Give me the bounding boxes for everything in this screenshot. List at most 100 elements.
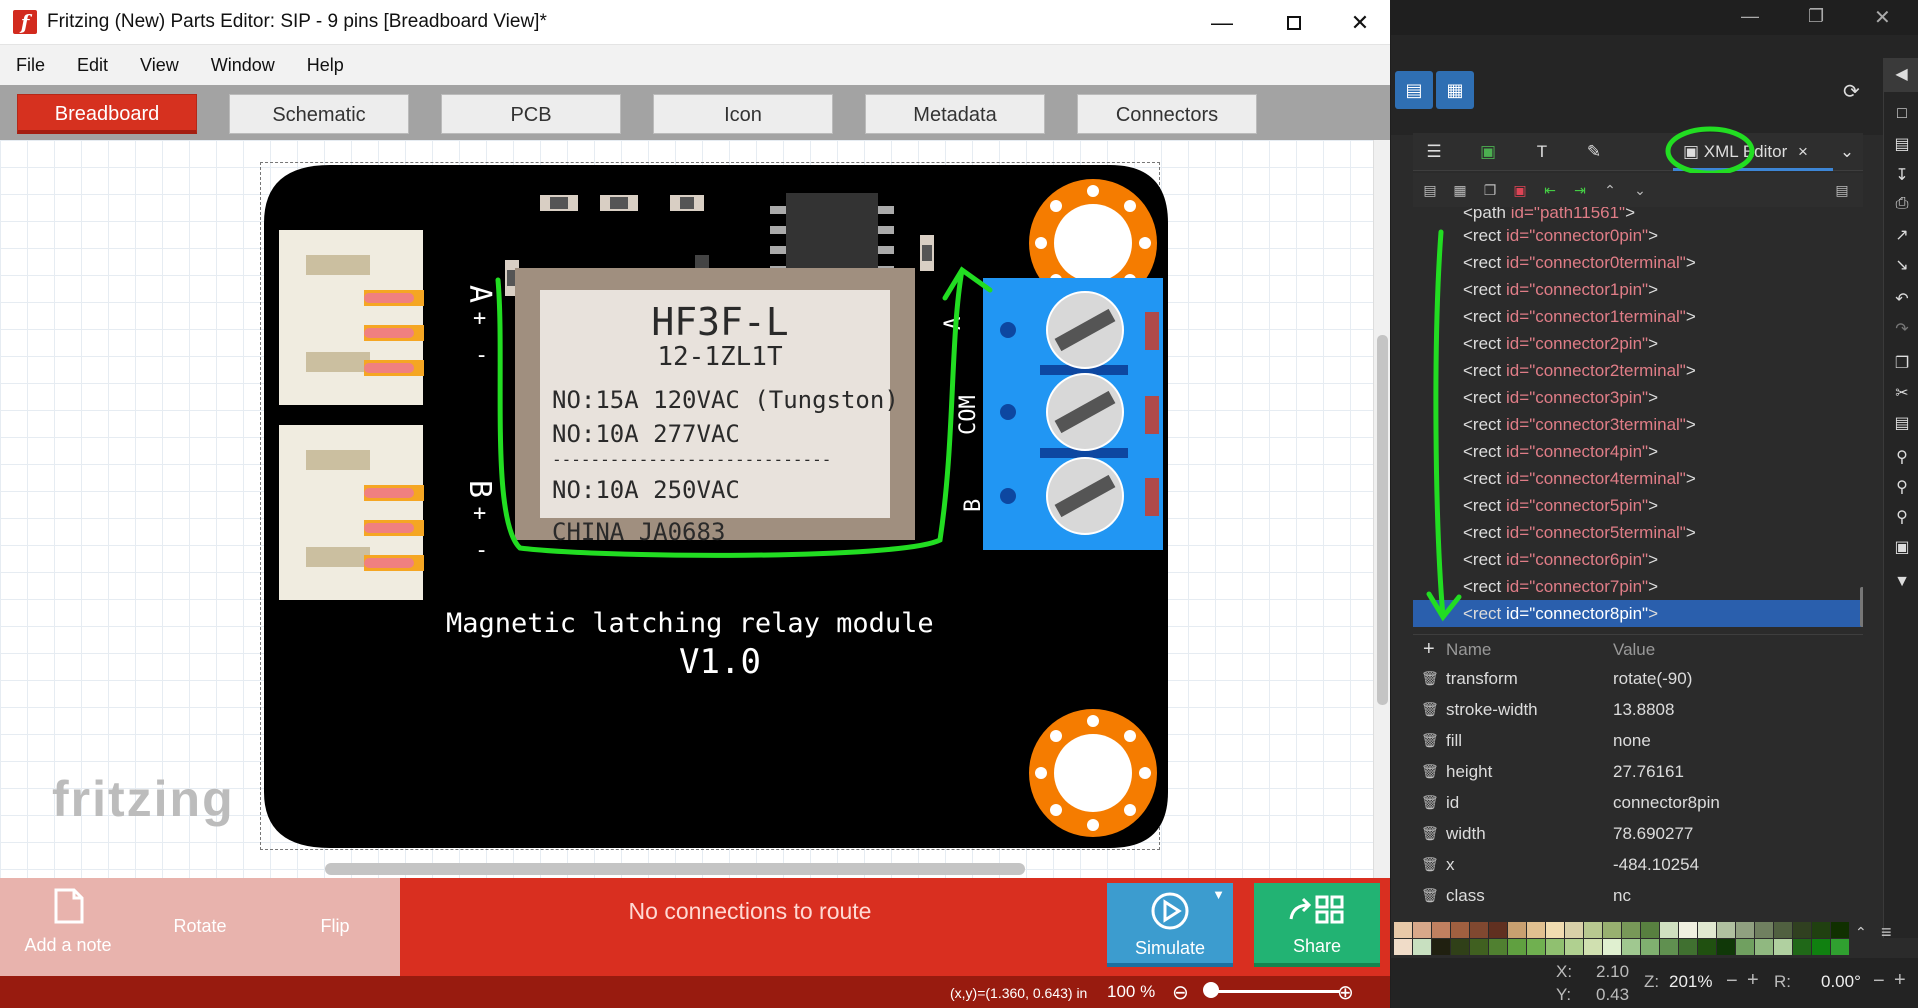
menu-view[interactable]: View: [140, 54, 179, 75]
rotation-minus-icon[interactable]: −: [1873, 970, 1885, 992]
chevron-down-icon[interactable]: ▼: [1212, 887, 1225, 902]
menu-window[interactable]: Window: [210, 54, 275, 75]
menu-edit[interactable]: Edit: [77, 54, 109, 75]
tab-connectors[interactable]: Connectors: [1077, 94, 1257, 134]
tab-breadboard[interactable]: Breadboard: [17, 94, 197, 134]
minimize-icon[interactable]: —: [1741, 6, 1759, 26]
rotation-field[interactable]: 0.00°: [1821, 972, 1861, 991]
xml-node-row[interactable]: <rect id="connector3terminal">: [1463, 415, 1696, 434]
add-attribute-icon[interactable]: +: [1423, 638, 1435, 660]
trash-icon[interactable]: 🗑: [1421, 670, 1439, 686]
copy-icon[interactable]: ❐: [1894, 355, 1910, 372]
export-tab-icon[interactable]: ▣: [1479, 142, 1497, 161]
tab-metadata[interactable]: Metadata: [865, 94, 1045, 134]
export-icon[interactable]: ↘: [1895, 257, 1909, 274]
menu-help[interactable]: Help: [306, 54, 344, 75]
open-folder-icon[interactable]: ▤: [1894, 136, 1910, 153]
import-icon[interactable]: ↗: [1895, 227, 1909, 244]
horizontal-scrollbar[interactable]: [325, 863, 1025, 875]
tab-icon[interactable]: Icon: [653, 94, 833, 134]
xml-node-row[interactable]: <rect id="connector6pin">: [1463, 550, 1658, 569]
delete-node-icon[interactable]: ▣: [1513, 182, 1527, 198]
xml-node-row[interactable]: <rect id="connector1terminal">: [1463, 307, 1696, 326]
zoom-drawing-icon[interactable]: ⚲: [1896, 479, 1908, 496]
zoom-minus-icon[interactable]: −: [1726, 970, 1738, 992]
trash-icon[interactable]: 🗑: [1421, 794, 1439, 810]
redo-icon[interactable]: ↷: [1895, 321, 1909, 338]
xml-node-row[interactable]: <rect id="connector4pin">: [1463, 442, 1658, 461]
trash-icon[interactable]: 🗑: [1421, 732, 1439, 748]
xml-node-row[interactable]: <rect id="connector0terminal">: [1463, 253, 1696, 272]
xml-node-row[interactable]: <rect id="connector7pin">: [1463, 577, 1658, 596]
trash-icon[interactable]: 🗑: [1421, 763, 1439, 779]
new-text-node-icon[interactable]: ▦: [1453, 182, 1467, 198]
snap-nodes-button[interactable]: ▦: [1436, 71, 1474, 109]
zoom-slider[interactable]: [1210, 990, 1340, 993]
flip-button[interactable]: Flip: [320, 916, 350, 936]
zoom-field[interactable]: 201%: [1669, 972, 1713, 991]
xml-node-row[interactable]: <rect id="connector5pin">: [1463, 496, 1658, 515]
zoom-selection-icon[interactable]: ⚲: [1896, 449, 1908, 466]
print-icon[interactable]: ⎙: [1895, 195, 1909, 212]
tabs-menu-icon[interactable]: ⌄: [1839, 142, 1855, 161]
maximize-button[interactable]: [1258, 0, 1330, 45]
trash-icon[interactable]: 🗑: [1421, 825, 1439, 841]
rotate-canvas-icon[interactable]: ⟳: [1843, 81, 1860, 103]
xml-node-row[interactable]: <rect id="connector2terminal">: [1463, 361, 1696, 380]
restore-icon[interactable]: ❐: [1808, 6, 1825, 26]
tab-pcb[interactable]: PCB: [441, 94, 621, 134]
snap-bbox-button[interactable]: ▤: [1395, 71, 1433, 109]
palette-scroll-icon[interactable]: ⌃: [1855, 924, 1867, 940]
zoom-fit-icon[interactable]: ▣: [1894, 539, 1910, 556]
trash-icon[interactable]: 🗑: [1421, 856, 1439, 872]
palette-menu-icon[interactable]: ≡: [1881, 922, 1892, 942]
vertical-scrollbar[interactable]: [1373, 140, 1390, 878]
color-palette[interactable]: ⌃ ≡: [1391, 922, 1892, 956]
save-icon[interactable]: ↧: [1895, 167, 1909, 184]
xml-node-row[interactable]: <rect id="connector4terminal">: [1463, 469, 1696, 488]
close-icon[interactable]: ✕: [1874, 7, 1891, 29]
close-tab-icon[interactable]: ×: [1798, 142, 1808, 161]
fill-stroke-tab-icon[interactable]: ✎: [1586, 142, 1602, 161]
xml-node-row[interactable]: <path id="path11561">: [1463, 207, 1636, 222]
zoom-out-icon[interactable]: ⊖: [1172, 982, 1189, 1004]
more-commands-icon[interactable]: ▼: [1894, 573, 1910, 590]
xml-node-row[interactable]: <rect id="connector5terminal">: [1463, 523, 1696, 542]
menu-file[interactable]: File: [16, 54, 46, 75]
indent-node-icon[interactable]: ⇥: [1574, 182, 1586, 198]
rotate-button[interactable]: Rotate: [173, 916, 227, 936]
xml-node-tree[interactable]: <path id="path11561"> <rect id="connecto…: [1413, 207, 1863, 632]
paste-icon[interactable]: ▤: [1894, 415, 1910, 432]
attribute-row[interactable]: 🗑x-484.10254: [1413, 849, 1863, 880]
layers-tab-icon[interactable]: ☰: [1426, 142, 1442, 161]
zoom-slider-handle[interactable]: [1203, 982, 1219, 998]
tab-schematic[interactable]: Schematic: [229, 94, 409, 134]
xml-node-row[interactable]: <rect id="connector0pin">: [1463, 226, 1658, 245]
breadboard-canvas[interactable]: fritzing: [0, 140, 1373, 878]
new-document-icon[interactable]: □: [1897, 105, 1907, 122]
simulate-button[interactable]: ▼ Simulate: [1107, 883, 1233, 967]
zoom-page-icon[interactable]: ⚲: [1896, 509, 1908, 526]
undo-icon[interactable]: ↶: [1895, 291, 1909, 308]
relay-module-part[interactable]: HF3F-L 12-1ZL1T NO:15A 120VAC (Tungston)…: [0, 140, 1373, 878]
xml-node-row[interactable]: <rect id="connector2pin">: [1463, 334, 1658, 353]
zoom-plus-icon[interactable]: +: [1747, 969, 1759, 991]
duplicate-node-icon[interactable]: ❐: [1483, 182, 1497, 198]
raise-node-icon[interactable]: ⌃: [1604, 182, 1616, 198]
add-note-button[interactable]: Add a note: [12, 886, 124, 956]
tab-xml-editor[interactable]: ▣ XML Editor ×: [1673, 133, 1833, 171]
rotation-plus-icon[interactable]: +: [1894, 969, 1906, 991]
text-tab-icon[interactable]: T: [1536, 142, 1548, 161]
trash-icon[interactable]: 🗑: [1421, 887, 1439, 903]
unindent-node-icon[interactable]: ⇤: [1544, 182, 1556, 198]
xml-node-row-selected[interactable]: <rect id="connector8pin">: [1413, 600, 1863, 627]
collapse-arrow-icon[interactable]: ◀: [1884, 58, 1918, 92]
xml-node-row[interactable]: <rect id="connector3pin">: [1463, 388, 1658, 407]
xml-node-row[interactable]: <rect id="connector1pin">: [1463, 280, 1658, 299]
